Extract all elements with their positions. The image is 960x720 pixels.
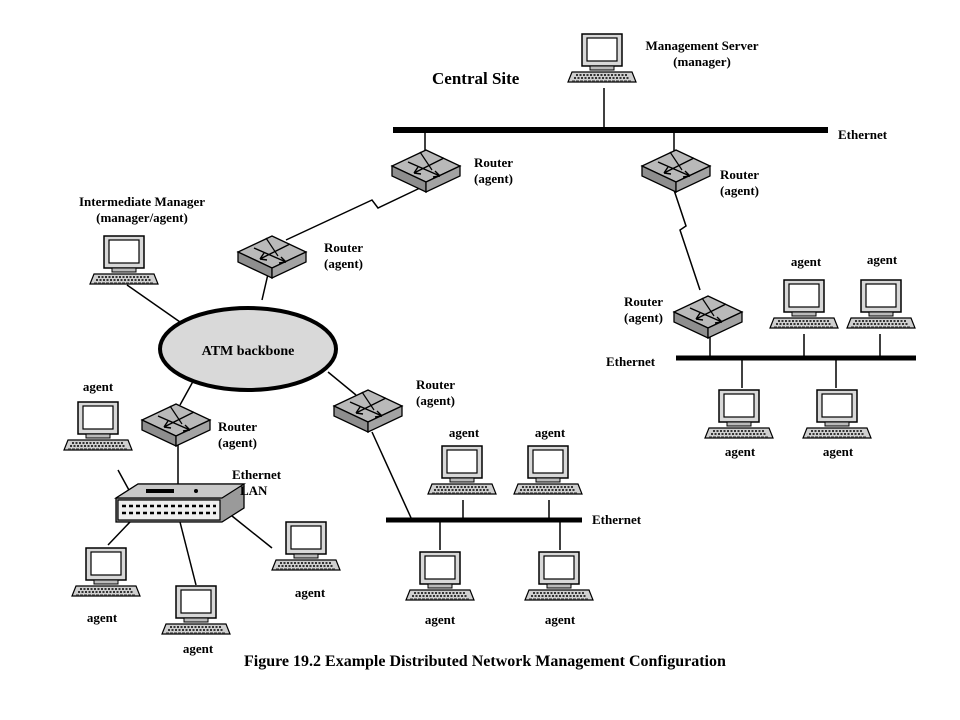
router-remote-right: [673, 295, 743, 339]
mid-agent-computer-2: [513, 445, 583, 495]
management-server-label: Management Server: [646, 38, 759, 53]
intermediate-manager-role: (manager/agent): [96, 210, 188, 225]
ethernet-lan-hub: [113, 483, 247, 523]
router-atm-top-label: Router: [324, 240, 363, 255]
atm-lower-router-link: [327, 371, 357, 396]
atm-top-router-link: [261, 273, 269, 301]
lan-agent-label-1: agent: [83, 379, 114, 394]
atm-backbone: ATM backbone: [158, 306, 338, 392]
right-agent-label-2: agent: [867, 252, 898, 267]
router-central-right: [641, 149, 711, 193]
router-lan: [141, 403, 211, 447]
lan-agent-computer-4: [271, 521, 341, 571]
router-lower-mid: [333, 389, 403, 433]
router-atm-top: [237, 235, 307, 279]
wan-link-left: [285, 187, 421, 241]
router-remote-right-label: Router: [624, 294, 663, 309]
right-ethernet-label: Ethernet: [606, 354, 656, 369]
router-remote-right-role: (agent): [624, 310, 663, 325]
mid-agent-label-1: agent: [449, 425, 480, 440]
right-agent-computer-1: [769, 279, 839, 329]
router-lan-role: (agent): [218, 435, 257, 450]
right-agent-label-3: agent: [725, 444, 756, 459]
management-server-computer: [567, 33, 637, 83]
lan-agent-computer-1: [63, 401, 133, 451]
lan-agent-label-3: agent: [183, 641, 214, 656]
central-ethernet-label: Ethernet: [838, 127, 888, 142]
right-agent-computer-3: [704, 389, 774, 439]
lower-middle-ethernet-label: Ethernet: [592, 512, 642, 527]
right-agent-label-1: agent: [791, 254, 822, 269]
mid-agent-label-4: agent: [545, 612, 576, 627]
lower-router-ethernet-link: [371, 431, 413, 521]
mid-agent-computer-3: [405, 551, 475, 601]
router-atm-top-role: (agent): [324, 256, 363, 271]
right-agent-computer-2: [846, 279, 916, 329]
router-central-left-role: (agent): [474, 171, 513, 186]
hub-label-line1: Ethernet: [232, 467, 282, 482]
connections: [107, 88, 916, 586]
lan-agent-label-2: agent: [87, 610, 118, 625]
lan-agent-computer-2: [71, 547, 141, 597]
router-central-right-label: Router: [720, 167, 759, 182]
manager-atm-link: [126, 284, 181, 323]
management-server-role: (manager): [673, 54, 731, 69]
router-central-left: [391, 149, 461, 193]
router-central-left-label: Router: [474, 155, 513, 170]
mid-agent-label-3: agent: [425, 612, 456, 627]
figure-caption: Figure 19.2 Example Distributed Network …: [244, 653, 726, 670]
atm-backbone-label: ATM backbone: [202, 344, 295, 359]
router-lower-mid-label: Router: [416, 377, 455, 392]
wan-link-right: [673, 189, 701, 291]
lan-agent-computer-3: [161, 585, 231, 635]
mid-agent-computer-4: [524, 551, 594, 601]
right-agent-computer-4: [802, 389, 872, 439]
intermediate-manager-computer: [89, 235, 159, 285]
mid-agent-label-2: agent: [535, 425, 566, 440]
router-lan-label: Router: [218, 419, 257, 434]
right-agent-label-4: agent: [823, 444, 854, 459]
router-central-right-role: (agent): [720, 183, 759, 198]
intermediate-manager-label: Intermediate Manager: [79, 194, 205, 209]
hub-label-line2: LAN: [240, 483, 268, 498]
mid-agent-computer-1: [427, 445, 497, 495]
lan-agent-label-4: agent: [295, 585, 326, 600]
router-lower-mid-role: (agent): [416, 393, 455, 408]
central-site-title: Central Site: [432, 69, 520, 88]
